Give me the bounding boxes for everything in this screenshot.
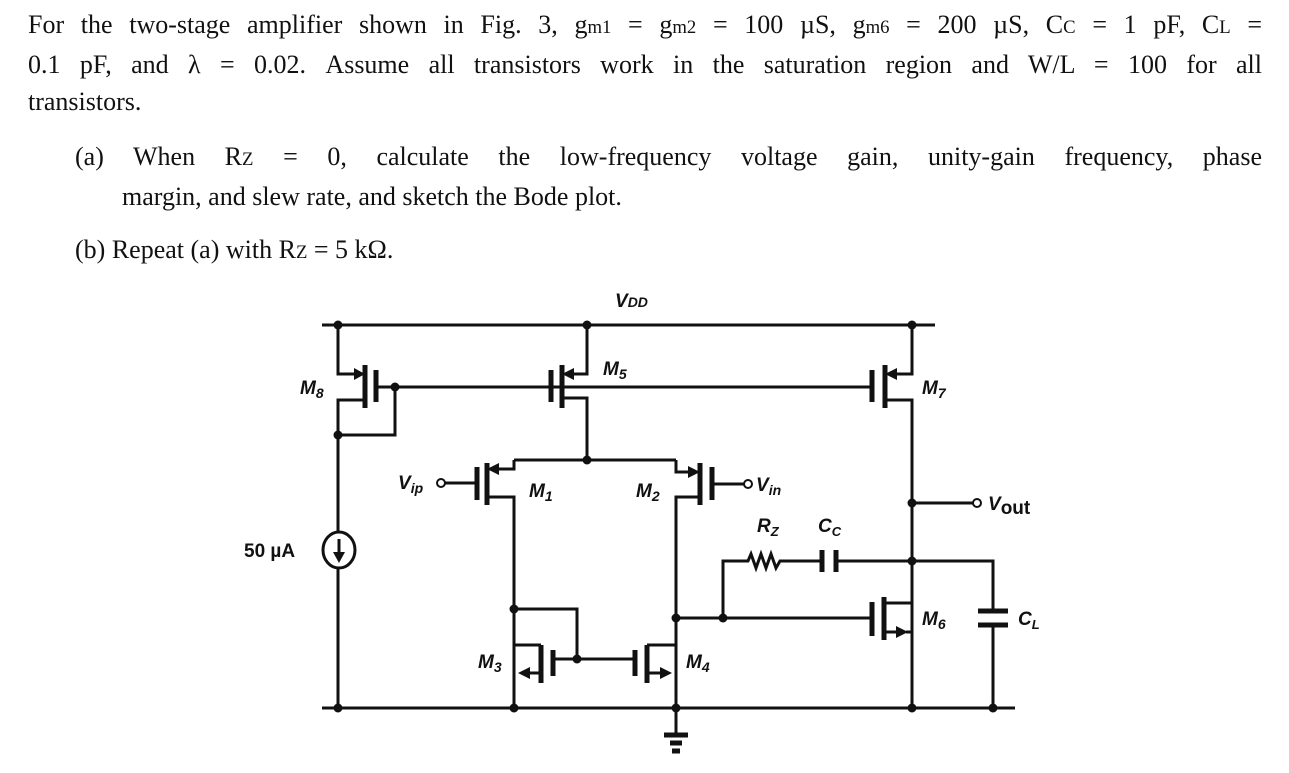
junction-dots bbox=[333, 320, 998, 713]
label-m5: M5 bbox=[603, 359, 627, 382]
text-segment: = 200 µS, C bbox=[889, 10, 1064, 39]
transistor-m4 bbox=[632, 643, 676, 683]
label-vout: Vout bbox=[988, 494, 1031, 519]
subscript: m1 bbox=[587, 17, 612, 38]
text-segment: 0.1 pF, and λ = 0.02. Assume all transis… bbox=[28, 50, 1262, 79]
text-segment: transistors. bbox=[28, 87, 142, 116]
transistor-m6 bbox=[676, 597, 912, 640]
label-current-source: 50 µA bbox=[244, 541, 295, 562]
label-rz: RZ bbox=[757, 516, 780, 539]
text-segment: = 100 µS, g bbox=[696, 10, 866, 39]
transistor-m5 bbox=[548, 325, 589, 460]
label-cc: CC bbox=[818, 516, 842, 539]
problem-part-b: (b) Repeat (a) with RZ = 5 kΩ. bbox=[75, 231, 393, 271]
text-line: 0.1 pF, and λ = 0.02. Assume all transis… bbox=[28, 46, 1262, 83]
transistor-m7 bbox=[869, 325, 914, 708]
text-segment: (a) When R bbox=[75, 142, 243, 171]
capacitor-cc bbox=[819, 550, 995, 609]
text-segment: = 1 pF, C bbox=[1075, 10, 1220, 39]
text-line: (a) When RZ = 0, calculate the low-frequ… bbox=[75, 138, 1262, 178]
subscript: m2 bbox=[672, 17, 697, 38]
problem-intro: For the two-stage amplifier shown in Fig… bbox=[28, 6, 1262, 120]
current-source bbox=[321, 530, 357, 708]
vout-terminal bbox=[972, 498, 982, 508]
text-segment: margin, and slew rate, and sketch the Bo… bbox=[122, 182, 622, 211]
label-vdd: VDD bbox=[615, 291, 648, 312]
text-segment: For the two-stage amplifier shown in Fig… bbox=[28, 10, 588, 39]
text-segment: (b) Repeat (a) with R bbox=[75, 235, 296, 264]
label-m7: M7 bbox=[922, 378, 947, 401]
resistor-rz bbox=[721, 549, 822, 618]
text-segment: = 0, calculate the low-frequency voltage… bbox=[253, 142, 1263, 171]
label-m4: M4 bbox=[686, 652, 710, 675]
subscript: C bbox=[1063, 17, 1076, 38]
subscript: Z bbox=[242, 149, 254, 170]
subscript: L bbox=[1219, 17, 1231, 38]
text-line: transistors. bbox=[28, 83, 1262, 120]
text-segment: = bbox=[1230, 10, 1263, 39]
label-vin: Vin bbox=[756, 475, 781, 498]
label-vip: Vip bbox=[398, 473, 424, 496]
text-segment: = g bbox=[611, 10, 673, 39]
transistor-m3 bbox=[514, 607, 635, 683]
subscript: m6 bbox=[865, 17, 890, 38]
vin-terminal bbox=[743, 479, 753, 489]
label-cl: CL bbox=[1018, 609, 1040, 632]
text-line: (b) Repeat (a) with RZ = 5 kΩ. bbox=[75, 231, 393, 271]
capacitor-cl bbox=[978, 608, 1008, 708]
text-line: margin, and slew rate, and sketch the Bo… bbox=[75, 178, 1262, 215]
label-m1: M1 bbox=[529, 481, 553, 504]
text-line: For the two-stage amplifier shown in Fig… bbox=[28, 6, 1262, 46]
label-m8: M8 bbox=[300, 378, 324, 401]
transistor-m2 bbox=[674, 460, 753, 708]
label-m6: M6 bbox=[922, 609, 946, 632]
ground-icon bbox=[664, 708, 688, 754]
text-segment: = 5 kΩ. bbox=[307, 235, 394, 264]
transistor-m1 bbox=[436, 460, 516, 708]
transistor-m8 bbox=[336, 325, 872, 532]
subscript: Z bbox=[295, 242, 308, 263]
problem-part-a: (a) When RZ = 0, calculate the low-frequ… bbox=[75, 138, 1262, 215]
label-m3: M3 bbox=[478, 652, 502, 675]
vip-terminal bbox=[436, 478, 446, 488]
label-m2: M2 bbox=[636, 481, 660, 504]
